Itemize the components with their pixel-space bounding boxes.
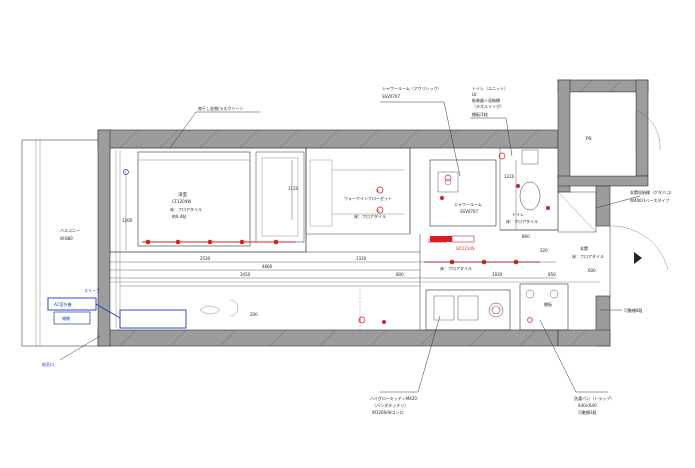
dim-3450: 3450 [240,272,251,277]
ac-equipment: AC室外機 雑棚 スリーブ [47,287,187,329]
callout-laundry-1: 洗濯パン（トラップ） [574,395,614,401]
toilet-floor: 床：フロアタイル [506,218,538,224]
callout-kitchen-3: W1200/IHコンロ [372,410,404,415]
ac-shelf-label: 雑棚 [62,315,70,321]
callout-shower-2: SSV0707 [382,94,400,99]
dim-1120: 1120 [288,186,299,191]
balcony-label: バルコニー [60,228,80,233]
callout-kitchen-1: ハイグローキッチンM420 [370,395,417,401]
dim-850: 850 [548,272,556,277]
callout-shoebox-1: 玄関収納棚（ゲタバコ） [630,189,674,195]
balcony: バルコニー W:880 [21,139,101,347]
mark-2: ② [376,208,380,213]
wic-floor: 床：フロアタイル [354,213,386,219]
pipe-space: PS [569,91,661,177]
kitchen-counter [425,289,511,331]
toilet-room: トイレ 床：フロアタイル [499,147,559,231]
dim-1320: 1320 [356,256,367,261]
mark-1: ① [376,188,380,193]
wic-name: ウォークインクローゼット [344,195,392,201]
callout-toilet-3: 紙巻器＋収納棚 [472,97,500,103]
red-tag-1: SO1214S [428,239,447,244]
mark-3: ③ [358,318,362,323]
dim-2530: 2530 [200,256,211,261]
toilet-name: トイレ [512,212,524,217]
laundry-pan [519,283,569,331]
entrance-floor: 床：フロアタイル [572,253,604,259]
dim-1220: 1220 [504,174,515,179]
balcony-width: W:880 [60,236,73,241]
interior-lines [110,148,600,330]
dim-600: 600 [588,268,596,273]
western-room-name: 洋室 [178,191,188,198]
western-room-area: 約6.4帖 [172,213,186,219]
ps-label: PS [586,136,592,142]
walk-in-closet: ウォークインクローゼット 床：フロアタイル [305,147,411,235]
bed [137,151,251,247]
callout-laundry-2: 640×640 [578,403,597,408]
dim-320: 320 [540,248,548,253]
desk [255,151,305,243]
callout-movable-shelf: 可動棚8段 [624,307,643,313]
callout-shoebox-2: W400/1ベースタイプ [630,197,669,203]
shower-room-code: SSV0707 [460,209,478,214]
callouts: 物干し金物/ラスクリーン シャワールーム（アクリレック） SSV0707 トイレ… [42,85,674,415]
entrance-area: 玄関 床：フロアタイル [557,191,604,259]
callout-air-intake: 給気口 [42,361,54,367]
electrical-layout: SO1214S SO1214S ① ② ③ [123,152,550,324]
dimensions: 2530 4860 1320 3450 1200 1120 1930 320 8… [110,160,596,317]
kitchen-zone: 棚板 床：フロアタイル [425,265,569,331]
western-room-floor: 床：フロアタイル [170,206,202,212]
entrance-door [609,225,669,296]
western-room: 洋室 CF1204W 床：フロアタイル 約6.4帖 [109,147,307,253]
storage-label: 棚板 [544,301,552,307]
dim-800: 800 [396,272,404,277]
dim-1200: 1200 [122,218,133,223]
callout-shower-1: シャワールーム（アクリレック） [382,85,442,91]
dim-860: 860 [522,234,530,239]
callout-laundry-3: 可動棚3段 [578,409,597,415]
callout-toilet-5: 棚板/1枚 [472,111,488,117]
ac-unit-label: AC室外機 [54,301,71,307]
dim-1930: 1930 [492,272,503,277]
ac-sleeve-label: スリーブ [84,287,100,293]
wall-hatching [119,79,623,347]
callout-toilet-1: トイレ（ユニット） [472,86,508,91]
callout-curtain: 物干し金物/ラスクリーン [198,105,243,111]
shower-room-name: シャワールーム [454,202,482,207]
callout-toilet-4: （タオルリング） [472,103,504,109]
callout-toilet-2: LV [472,92,477,97]
exterior-walls [97,79,649,347]
corridor-floor: 床：フロアタイル [440,265,472,271]
red-tag-2: SO1214S [456,246,475,251]
dim-4860: 4860 [262,264,273,269]
callout-kitchen-2: （パンダキッチン） [372,402,408,408]
entrance-name: 玄関 [580,245,588,251]
toilet-bowl [519,181,541,211]
shower-room: シャワールーム SSV0707 [429,159,497,227]
western-room-code: CF1204W [172,199,191,204]
dim-200: 200 [250,312,258,317]
